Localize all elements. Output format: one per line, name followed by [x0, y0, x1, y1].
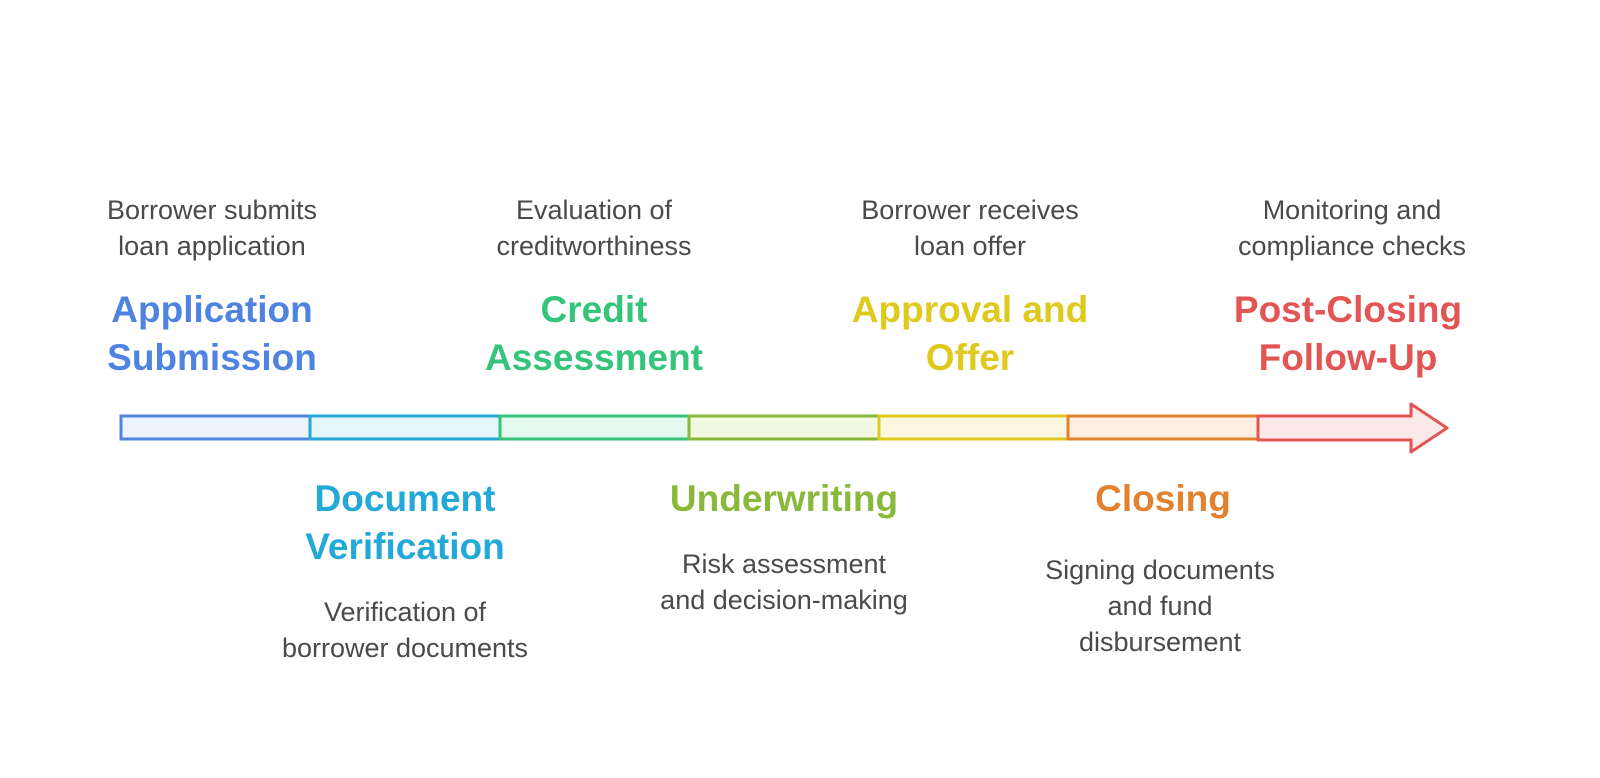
step-3-description: Evaluation of creditworthiness	[496, 195, 692, 261]
step-6-title: Closing	[1095, 478, 1231, 519]
step-4-description: Risk assessment and decision-making	[660, 549, 908, 615]
step-7-description: Monitoring and compliance checks	[1237, 195, 1467, 261]
arrow-head-segment	[1256, 402, 1449, 454]
step-4-title: Underwriting	[669, 478, 899, 519]
step-7-title: Post-Closing Follow-Up	[1233, 289, 1463, 378]
segment-6	[1066, 414, 1260, 441]
step-1-description: Borrower submits loan application	[106, 195, 318, 261]
step-2-description: Verification of borrower documents	[281, 597, 529, 663]
step-6-description: Signing documents and fund disbursement	[1045, 555, 1275, 657]
step-3-title: Credit Assessment	[484, 289, 703, 378]
step-5-title: Approval and Offer	[851, 289, 1089, 378]
segment-2	[308, 414, 502, 441]
segment-3	[498, 414, 691, 441]
segment-1	[119, 414, 312, 441]
segment-5	[877, 414, 1070, 441]
segment-4	[687, 414, 881, 441]
step-1-title: Application Submission	[107, 289, 317, 378]
step-5-description: Borrower receives loan offer	[861, 195, 1079, 261]
step-2-title: Document Verification	[305, 478, 505, 567]
